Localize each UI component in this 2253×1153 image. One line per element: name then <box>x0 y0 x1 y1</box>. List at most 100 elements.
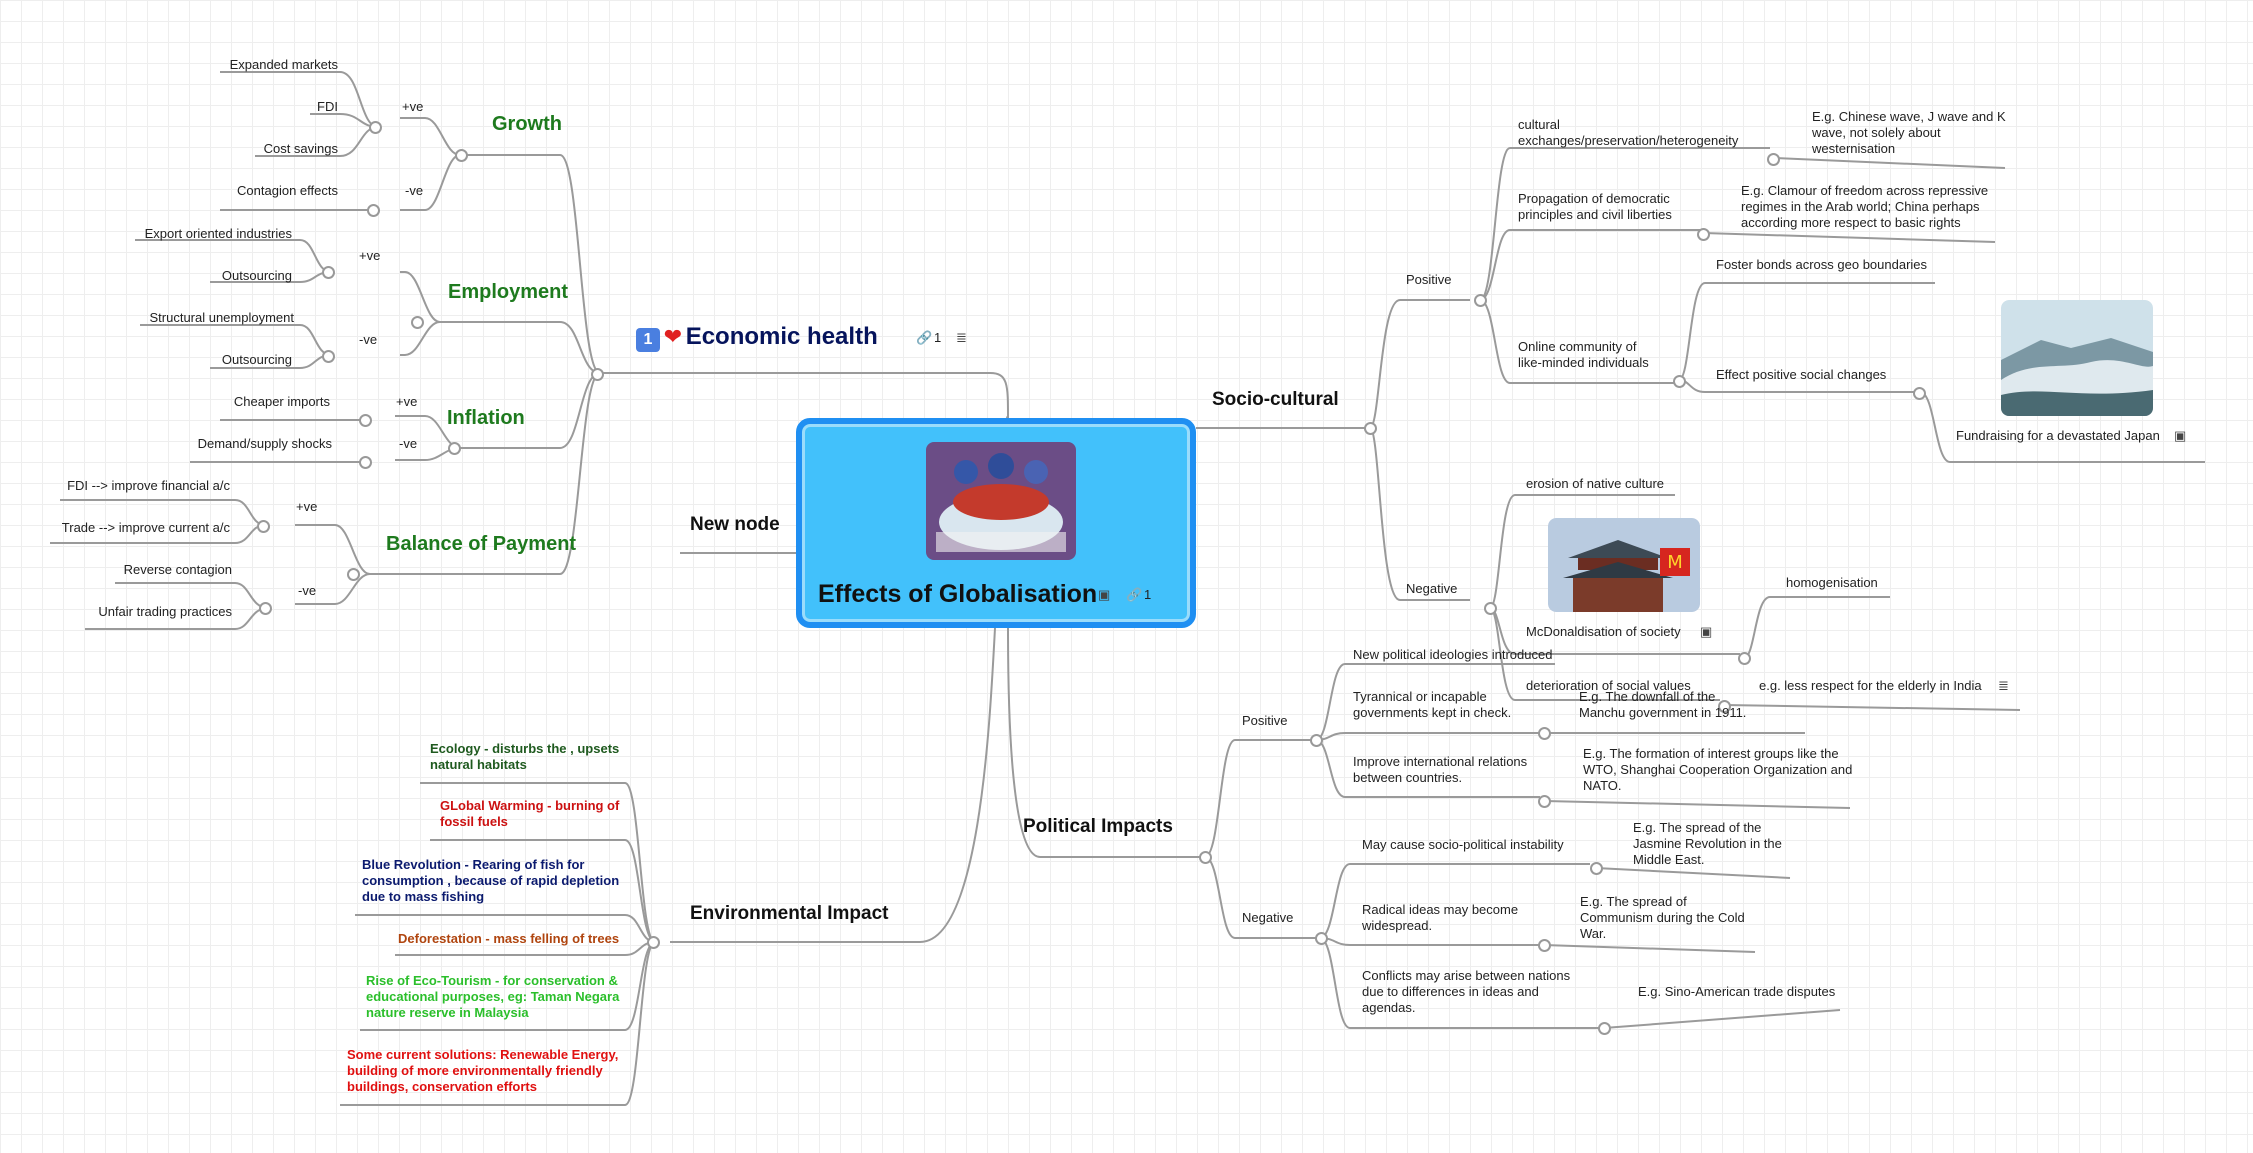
employment-positive-knob[interactable] <box>322 266 335 279</box>
radical-knob[interactable] <box>1538 939 1551 952</box>
cost-savings-node[interactable]: Cost savings <box>263 141 338 156</box>
eco-tourism-node[interactable]: Rise of Eco-Tourism - for conservation &… <box>366 973 620 1020</box>
communism-example-node[interactable]: E.g. The spread of Communism during the … <box>1580 894 1745 941</box>
growth-collapse-knob[interactable] <box>455 149 468 162</box>
socio-positive-node[interactable]: Positive <box>1406 272 1452 287</box>
deterioration-node[interactable]: deterioration of social values <box>1526 678 1691 693</box>
inflation-positive-label[interactable]: +ve <box>396 394 418 409</box>
image-icon[interactable]: ▣ <box>1098 587 1111 602</box>
instability-knob[interactable] <box>1590 862 1603 875</box>
employment-positive-label[interactable]: +ve <box>359 248 381 263</box>
current-solutions-node[interactable]: Some current solutions: Renewable Energy… <box>347 1047 619 1094</box>
effect-knob[interactable] <box>1913 387 1926 400</box>
outsourcing-positive-node[interactable]: Outsourcing <box>221 268 292 283</box>
socio-negative-node[interactable]: Negative <box>1406 581 1458 596</box>
bop-positive-label[interactable]: +ve <box>296 499 318 514</box>
demand-supply-shocks-node[interactable]: Demand/supply shocks <box>197 436 332 451</box>
elderly-notes-icon[interactable]: ≣ <box>1998 678 2009 693</box>
democratic-principles-node[interactable]: Propagation of democratic principles and… <box>1518 191 1672 222</box>
jasmine-example-node[interactable]: E.g. The spread of the Jasmine Revolutio… <box>1633 820 1782 867</box>
expanded-markets-node[interactable]: Expanded markets <box>229 57 338 72</box>
mcdonald-image-icon[interactable]: ▣ <box>1700 624 1713 639</box>
democratic-knob[interactable] <box>1697 228 1710 241</box>
political-negative-node[interactable]: Negative <box>1242 910 1294 925</box>
cultural-knob[interactable] <box>1767 153 1780 166</box>
balance-of-payment-node[interactable]: Balance of Payment <box>386 533 577 555</box>
bop-positive-knob[interactable] <box>257 520 270 533</box>
manchu-example-node[interactable]: E.g. The downfall of the Manchu governme… <box>1579 689 1747 720</box>
structural-unemployment-node[interactable]: Structural unemployment <box>149 310 294 325</box>
fundraising-node[interactable]: Fundraising for a devastated Japan <box>1956 428 2160 443</box>
democratic-example-node[interactable]: E.g. Clamour of freedom across repressiv… <box>1741 183 1989 230</box>
radical-ideas-node[interactable]: Radical ideas may become widespread. <box>1362 902 1519 933</box>
political-collapse-knob[interactable] <box>1199 851 1212 864</box>
link-icon[interactable]: 🔗 <box>1126 587 1143 602</box>
growth-node[interactable]: Growth <box>492 113 562 135</box>
improve-relations-node[interactable]: Improve international relations between … <box>1353 754 1528 785</box>
reverse-contagion-node[interactable]: Reverse contagion <box>123 562 232 577</box>
sino-example-node[interactable]: E.g. Sino-American trade disputes <box>1638 984 1836 999</box>
elderly-example-node[interactable]: e.g. less respect for the elderly in Ind… <box>1759 678 1982 693</box>
outsourcing-negative-node[interactable]: Outsourcing <box>221 352 292 367</box>
inflation-positive-knob[interactable] <box>359 414 372 427</box>
online-knob[interactable] <box>1673 375 1686 388</box>
political-impacts-node[interactable]: Political Impacts <box>1023 816 1173 837</box>
economic-link-icon[interactable]: 🔗 <box>916 330 933 345</box>
employment-collapse-knob[interactable] <box>411 316 424 329</box>
growth-positive-knob[interactable] <box>369 121 382 134</box>
notes-icon[interactable]: ≣ <box>956 330 967 345</box>
environmental-impact-node[interactable]: Environmental Impact <box>690 903 889 924</box>
fundraising-image-icon[interactable]: ▣ <box>2174 428 2187 443</box>
blue-revolution-node[interactable]: Blue Revolution - Rearing of fish for co… <box>362 857 620 904</box>
homogenisation-node[interactable]: homogenisation <box>1786 575 1878 590</box>
instability-node[interactable]: May cause socio-political instability <box>1362 837 1564 852</box>
environmental-collapse-knob[interactable] <box>647 936 660 949</box>
inflation-node[interactable]: Inflation <box>447 407 525 429</box>
central-topic[interactable]: Effects of Globalisation ▣ 🔗 1 <box>796 418 1196 628</box>
socio-collapse-knob[interactable] <box>1364 422 1377 435</box>
economic-health-node[interactable]: 1 ❤ Economic health <box>636 323 878 354</box>
growth-negative-knob[interactable] <box>367 204 380 217</box>
tyrannical-node[interactable]: Tyrannical or incapable governments kept… <box>1353 689 1512 720</box>
mcdonaldisation-node[interactable]: McDonaldisation of society <box>1526 624 1681 639</box>
bop-collapse-knob[interactable] <box>347 568 360 581</box>
socio-cultural-node[interactable]: Socio-cultural <box>1212 389 1339 410</box>
root-title[interactable]: Effects of Globalisation <box>818 580 1098 608</box>
employment-negative-knob[interactable] <box>322 350 335 363</box>
deforestation-node[interactable]: Deforestation - mass felling of trees <box>398 931 620 946</box>
mcdonald-knob[interactable] <box>1738 652 1751 665</box>
bop-negative-label[interactable]: -ve <box>298 583 317 598</box>
conflicts-knob[interactable] <box>1598 1022 1611 1035</box>
foster-bonds-node[interactable]: Foster bonds across geo boundaries <box>1716 257 1928 272</box>
global-warming-node[interactable]: GLobal Warming - burning of fossil fuels <box>440 798 620 829</box>
erosion-node[interactable]: erosion of native culture <box>1526 476 1665 491</box>
inflation-collapse-knob[interactable] <box>448 442 461 455</box>
inflation-negative-knob[interactable] <box>359 456 372 469</box>
bop-negative-knob[interactable] <box>259 602 272 615</box>
improve-knob[interactable] <box>1538 795 1551 808</box>
political-negative-knob[interactable] <box>1315 932 1328 945</box>
socio-positive-knob[interactable] <box>1474 294 1487 307</box>
conflicts-node[interactable]: Conflicts may arise between nations due … <box>1362 968 1571 1015</box>
tyrannical-knob[interactable] <box>1538 727 1551 740</box>
political-positive-knob[interactable] <box>1310 734 1323 747</box>
ecology-node[interactable]: Ecology - disturbs the , upsets natural … <box>430 741 620 772</box>
cultural-exchanges-node[interactable]: cultural exchanges/preservation/heteroge… <box>1518 117 1739 148</box>
wto-example-node[interactable]: E.g. The formation of interest groups li… <box>1583 746 1853 793</box>
socio-negative-knob[interactable] <box>1484 602 1497 615</box>
employment-negative-label[interactable]: -ve <box>359 332 378 347</box>
growth-negative-label[interactable]: -ve <box>405 183 424 198</box>
effect-positive-node[interactable]: Effect positive social changes <box>1716 367 1887 382</box>
online-community-node[interactable]: Online community of like-minded individu… <box>1518 339 1649 370</box>
trade-current-node[interactable]: Trade --> improve current a/c <box>61 520 230 535</box>
deterioration-knob[interactable] <box>1718 700 1731 713</box>
unfair-trading-node[interactable]: Unfair trading practices <box>98 604 232 619</box>
political-positive-node[interactable]: Positive <box>1242 713 1288 728</box>
growth-positive-label[interactable]: +ve <box>402 99 424 114</box>
export-oriented-node[interactable]: Export oriented industries <box>144 226 292 241</box>
economic-collapse-knob[interactable] <box>591 368 604 381</box>
inflation-negative-label[interactable]: -ve <box>399 436 418 451</box>
employment-node[interactable]: Employment <box>448 281 569 303</box>
contagion-effects-node[interactable]: Contagion effects <box>237 183 338 198</box>
fdi-financial-node[interactable]: FDI --> improve financial a/c <box>67 478 230 493</box>
